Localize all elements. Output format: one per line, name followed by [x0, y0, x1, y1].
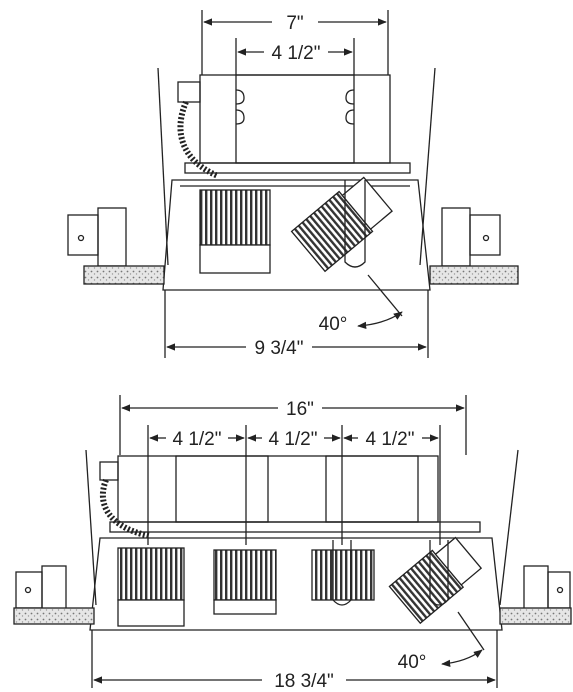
bottom-housing-width-label: 16"	[286, 399, 314, 420]
top-angle-arc	[357, 311, 403, 330]
top-driver-notches-right	[345, 89, 355, 125]
top-junction-box	[177, 81, 201, 103]
top-mounting-plate	[184, 162, 411, 174]
top-screw-right	[482, 234, 490, 242]
bottom-ceiling-right	[499, 607, 572, 625]
top-cutout-width-label: 9 3/4"	[254, 338, 303, 359]
bottom-screw-right	[556, 586, 564, 594]
bottom-lamp-1-reflector	[117, 599, 185, 627]
bottom-hanger-bar-left	[85, 449, 97, 606]
bottom-lamp-4-yoke	[429, 540, 449, 606]
bottom-driver-spacing-label-1: 4 1/2"	[172, 429, 221, 450]
bottom-screw-left	[24, 586, 32, 594]
top-dim-housing-width	[201, 10, 389, 75]
top-housing-width-label: 7"	[286, 13, 303, 34]
top-tilt-angle-label: 40°	[319, 314, 348, 335]
bottom-flex-conduit	[99, 478, 151, 539]
top-driver-core	[235, 74, 355, 164]
top-ceiling-left	[83, 265, 165, 285]
top-lamp-yoke	[344, 180, 366, 268]
top-ceiling-right	[429, 265, 519, 285]
top-angle-ray	[367, 274, 403, 317]
bottom-tilt-angle-label: 40°	[398, 652, 427, 673]
bottom-junction-box	[99, 461, 119, 481]
top-housing	[162, 179, 431, 291]
top-lamp-fixed-heatsink	[199, 189, 271, 246]
top-bracket-left	[67, 214, 99, 256]
top-fixture-diagram: 7" 4 1/2"	[67, 10, 519, 358]
top-clip-right	[441, 207, 471, 267]
top-driver-notches-left	[235, 89, 245, 125]
top-clip-left	[97, 207, 127, 267]
bottom-driver-spacing-label-3: 4 1/2"	[365, 429, 414, 450]
bottom-hanger-bar-right	[499, 449, 519, 606]
bottom-lamp-2-heatsink	[213, 549, 277, 601]
bottom-driver-spacing-label-2: 4 1/2"	[268, 429, 317, 450]
top-hanger-bar-right	[419, 67, 436, 266]
top-driver-width-label: 4 1/2"	[271, 43, 320, 64]
bottom-housing	[89, 537, 503, 631]
bottom-driver-core-2	[325, 455, 419, 523]
bottom-fixture-diagram	[13, 395, 572, 688]
bottom-cutout-width-label: 18 3/4"	[274, 671, 334, 692]
bottom-driver-core-1	[175, 455, 269, 523]
bottom-dim-cutout-width	[91, 630, 498, 688]
top-dim-cutout-width	[164, 290, 429, 358]
top-lamp-tilted	[290, 176, 393, 273]
bottom-lamp-1-heatsink	[117, 547, 185, 601]
top-dim-driver-width	[235, 38, 355, 75]
top-flex-conduit	[177, 100, 220, 179]
bottom-lamp-4-tilted	[388, 536, 483, 625]
bottom-angle-arc	[441, 649, 483, 667]
bottom-dim-driver-spacing	[147, 425, 441, 545]
top-lamp-fixed-reflector	[199, 244, 271, 274]
bottom-bracket-left	[15, 571, 43, 609]
top-bracket-right	[469, 214, 501, 256]
bottom-lamp-2-reflector	[213, 599, 277, 615]
top-hanger-bar-left	[157, 67, 169, 266]
bottom-dim-housing-width	[119, 395, 467, 455]
top-driver-box	[199, 74, 391, 164]
bottom-mounting-plate	[109, 521, 481, 533]
bottom-lamp-3-yoke	[332, 540, 352, 606]
bottom-lamp-3-heatsink	[311, 549, 375, 601]
bottom-angle-ray	[457, 611, 485, 651]
top-screw-left	[77, 234, 85, 242]
bottom-ceiling-left	[13, 607, 95, 625]
bottom-bracket-right	[547, 571, 571, 609]
bottom-driver-box	[117, 455, 439, 523]
